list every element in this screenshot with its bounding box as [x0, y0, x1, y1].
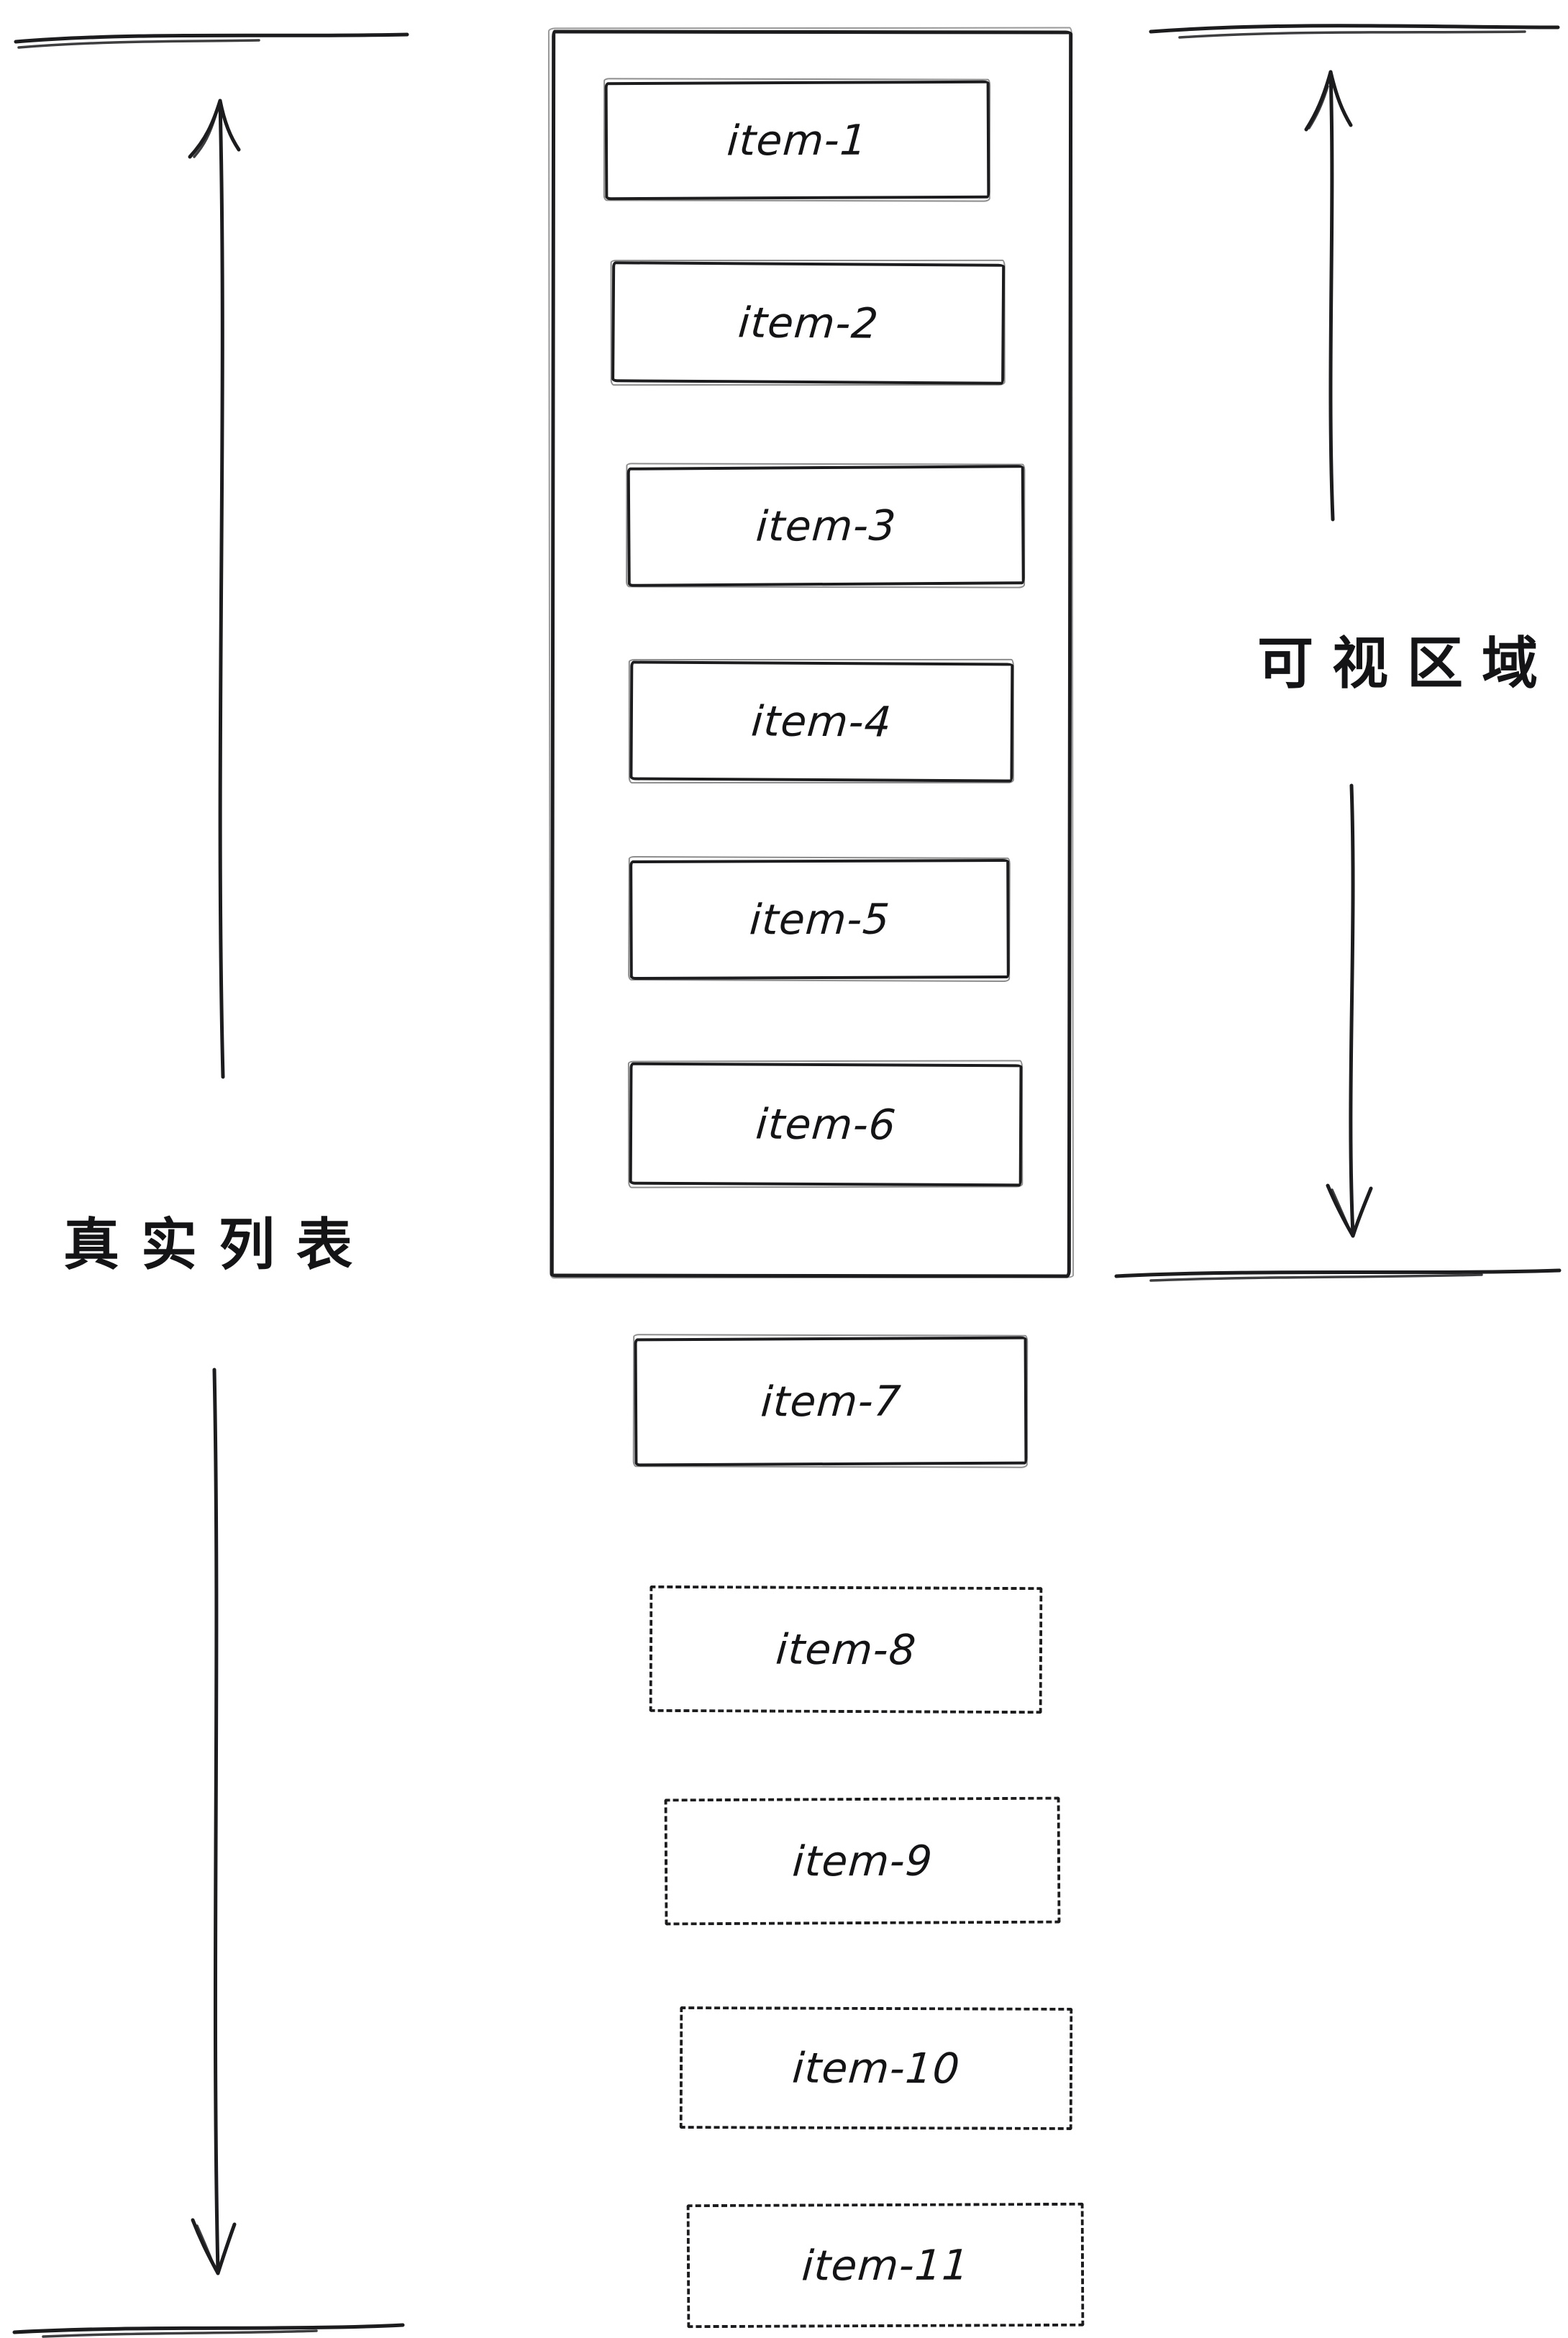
list-item: item-3 [626, 465, 1025, 587]
real-list-arrow-down [191, 1368, 237, 2275]
list-item: item-5 [629, 859, 1010, 981]
list-item-label: item-11 [800, 2240, 971, 2291]
list-item-label: item-3 [754, 501, 898, 551]
viewport-arrow-up [1304, 70, 1353, 522]
list-item-label: item-5 [747, 894, 892, 945]
list-item-placeholder: item-10 [679, 2006, 1073, 2130]
viewport-container: item-1 item-2 item-3 item-4 item-5 item-… [550, 29, 1073, 1278]
list-item: item-2 [611, 261, 1006, 385]
real-list-arrow-up [188, 99, 241, 1079]
list-item-label: item-6 [754, 1099, 898, 1150]
list-item-label: item-4 [749, 696, 894, 747]
viewport-top-rule [1149, 24, 1560, 39]
list-item-label: item-1 [725, 115, 870, 165]
list-item-label: item-10 [790, 2043, 962, 2093]
list-item-label: item-2 [736, 298, 880, 348]
viewport-bottom-rule [1114, 1268, 1562, 1282]
list-item-label: item-7 [759, 1376, 903, 1427]
list-item-placeholder: item-11 [686, 2202, 1085, 2329]
list-item-label: item-9 [790, 1836, 934, 1886]
list-item-placeholder: item-9 [664, 1796, 1061, 1926]
real-list-bottom-rule [12, 2323, 405, 2338]
list-item: item-6 [629, 1062, 1023, 1187]
list-item: item-4 [629, 660, 1014, 783]
viewport-arrow-down [1326, 783, 1373, 1238]
list-item: item-1 [604, 80, 990, 201]
list-item-placeholder: item-8 [649, 1585, 1043, 1714]
real-list-top-rule [14, 32, 409, 49]
list-item: item-7 [634, 1336, 1028, 1467]
list-item-label: item-8 [774, 1624, 918, 1675]
viewport-label: 可视区域 [1257, 632, 1557, 696]
real-list-label: 真实列表 [63, 1213, 375, 1278]
